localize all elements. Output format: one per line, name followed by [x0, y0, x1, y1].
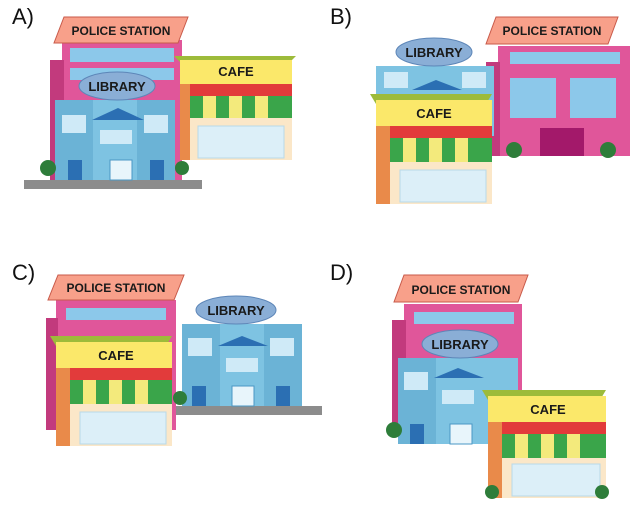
police-station-sign: POLICE STATION	[53, 16, 189, 44]
police-station-label: POLICE STATION	[412, 283, 511, 297]
option-c[interactable]: C) POLICE STATION LIBRARY	[0, 254, 322, 508]
police-station-label: POLICE STATION	[503, 24, 602, 38]
police-station-label: POLICE STATION	[72, 24, 171, 38]
option-d[interactable]: D) POLICE STATION LIBRARY	[320, 254, 640, 508]
police-station-building	[486, 46, 630, 156]
option-b-scene: POLICE STATION LIBRARY CAFE	[370, 16, 630, 204]
cafe-label: CAFE	[218, 64, 254, 79]
library-sign: LIBRARY	[78, 71, 156, 101]
police-station-label: POLICE STATION	[67, 281, 166, 295]
option-a-scene: POLICE STATION LIBRARY	[24, 16, 296, 189]
cafe-building: CAFE	[174, 56, 296, 160]
cafe-label: CAFE	[416, 106, 452, 121]
option-b[interactable]: B) POLICE STATION LIBRARY	[320, 0, 640, 254]
bush	[173, 391, 187, 405]
option-a[interactable]: A) POLICE STATION	[0, 0, 320, 254]
library-building	[182, 324, 302, 407]
bush	[595, 485, 609, 499]
option-a-letter: A)	[12, 4, 34, 29]
library-label: LIBRARY	[431, 337, 489, 352]
police-station-sign: POLICE STATION	[393, 274, 529, 303]
option-c-scene: POLICE STATION LIBRARY	[46, 274, 322, 446]
bush	[40, 160, 56, 176]
police-station-sign: POLICE STATION	[47, 274, 185, 301]
library-sign: LIBRARY	[195, 295, 277, 325]
option-b-letter: B)	[330, 4, 352, 29]
bush	[485, 485, 499, 499]
bush	[386, 422, 402, 438]
cafe-label: CAFE	[98, 348, 134, 363]
option-d-letter: D)	[330, 260, 354, 285]
ground-strip	[24, 180, 202, 189]
cafe-building: CAFE	[482, 390, 606, 498]
bush	[600, 142, 616, 158]
library-label: LIBRARY	[207, 303, 265, 318]
option-c-letter: C)	[12, 260, 36, 285]
library-building	[55, 100, 175, 181]
bush	[175, 161, 189, 175]
library-label: LIBRARY	[88, 79, 146, 94]
library-sign: LIBRARY	[421, 329, 499, 359]
cafe-building: CAFE	[370, 94, 492, 204]
bush	[506, 142, 522, 158]
ground-strip	[172, 406, 322, 415]
cafe-building: CAFE	[50, 336, 172, 446]
option-d-scene: POLICE STATION LIBRARY	[386, 274, 609, 499]
library-label: LIBRARY	[405, 45, 463, 60]
library-sign: LIBRARY	[395, 37, 473, 67]
police-station-sign: POLICE STATION	[485, 16, 619, 45]
cafe-label: CAFE	[530, 402, 566, 417]
